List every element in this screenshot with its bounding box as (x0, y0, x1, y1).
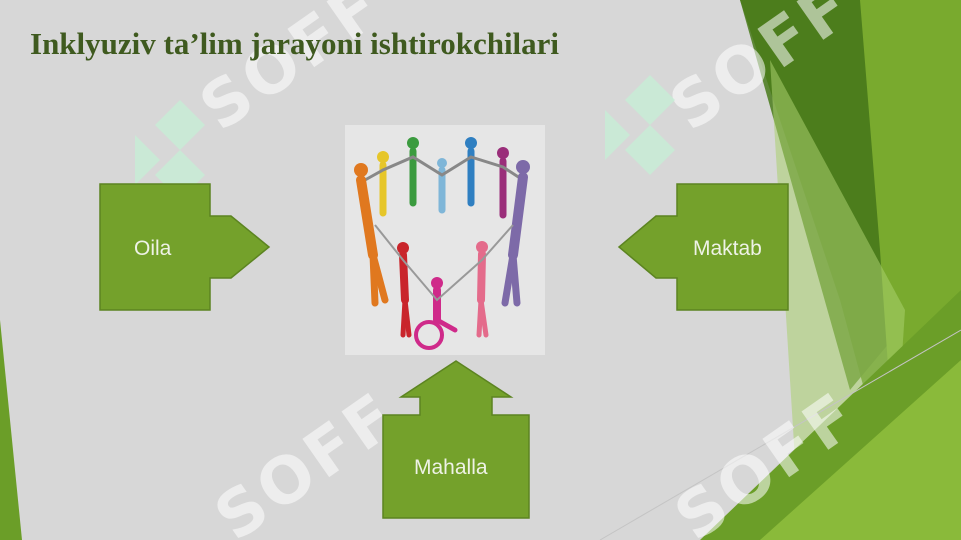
family-participant-box: Oila (99, 183, 271, 311)
up-arrow-shape-icon (382, 360, 530, 519)
right-arrow-shape-icon (99, 183, 271, 311)
watermark-logo-icon (605, 75, 675, 175)
community-label: Mahalla (414, 456, 488, 479)
people-circle-heart-icon (345, 125, 545, 355)
school-label: Maktab (693, 237, 762, 260)
left-arrow-shape-icon (617, 183, 789, 311)
watermark-logo-icon (135, 100, 205, 200)
school-participant-box: Maktab (617, 183, 789, 311)
family-label: Oila (134, 237, 172, 260)
slide-title: Inklyuziv ta’lim jarayoni ishtirokchilar… (30, 26, 560, 61)
community-participant-box: Mahalla (382, 360, 530, 519)
